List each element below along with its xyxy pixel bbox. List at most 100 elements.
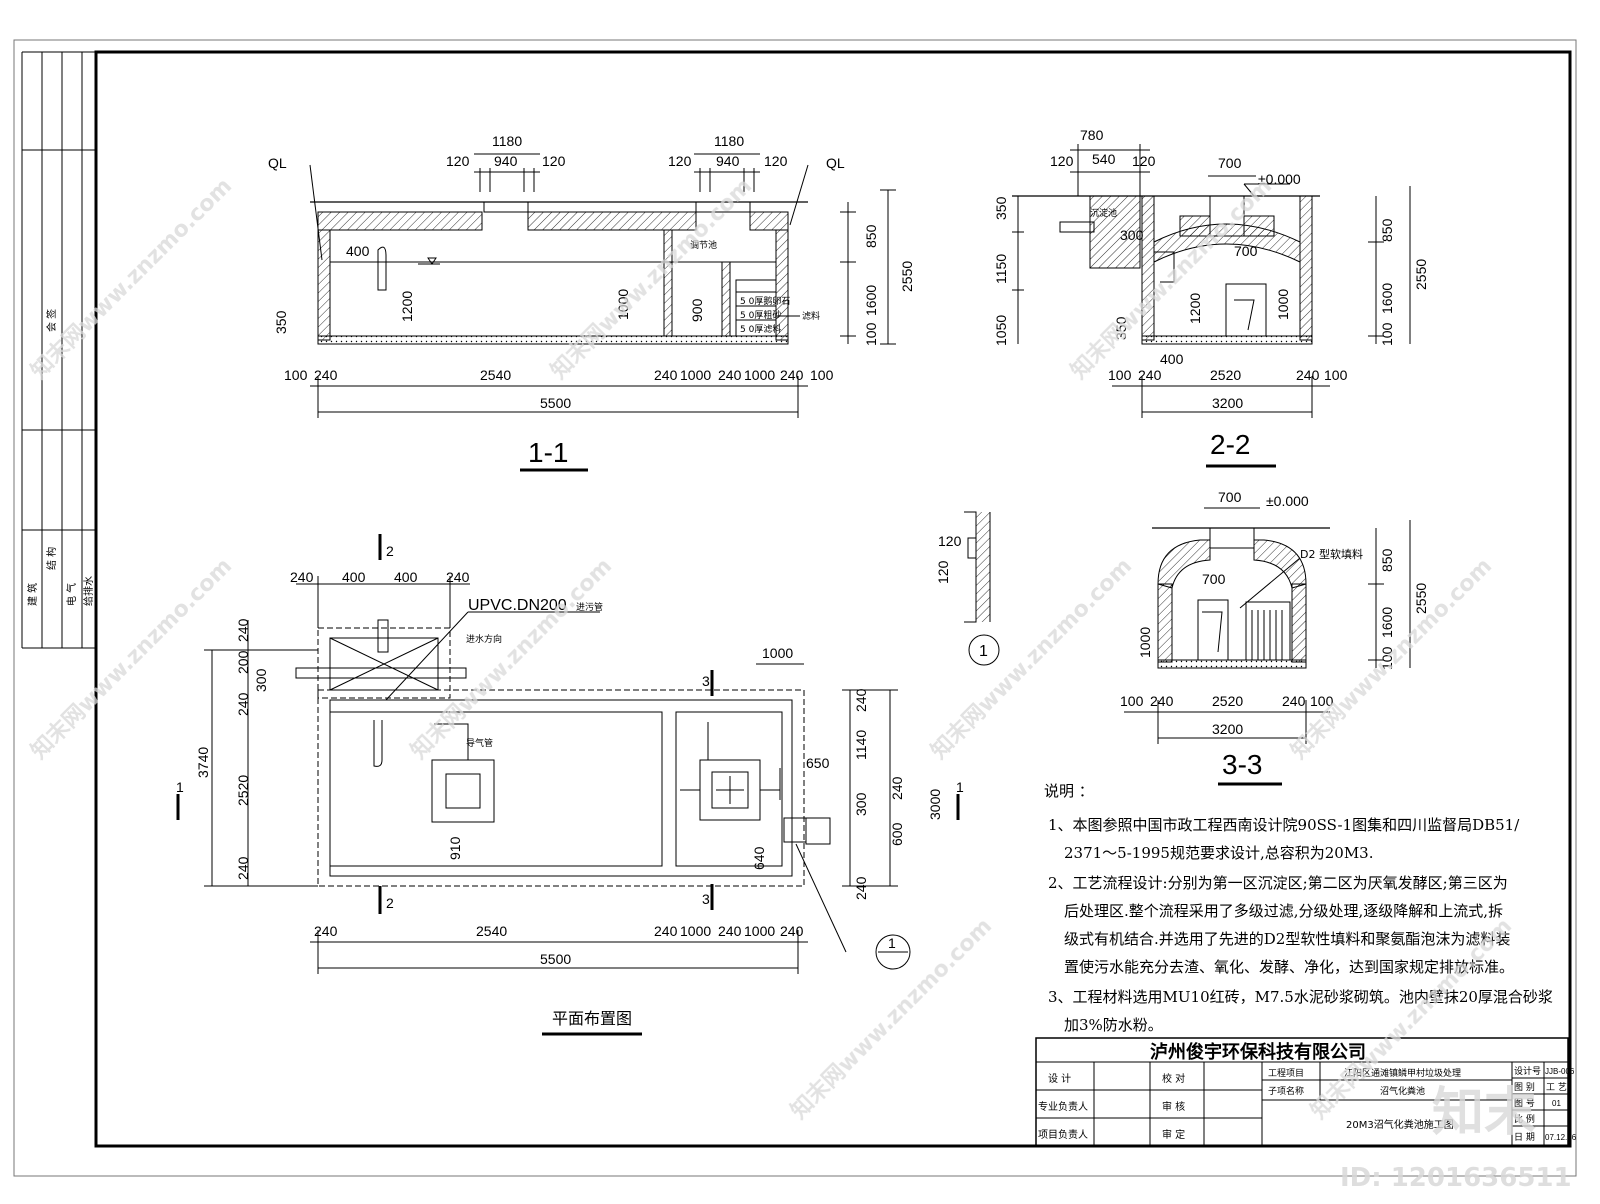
plan-bottom-1000b: 1000 bbox=[744, 923, 775, 939]
side-table bbox=[21, 51, 96, 649]
plan-left-3740: 3740 bbox=[195, 747, 211, 778]
s11-right-850: 850 bbox=[863, 224, 879, 248]
section-1-1 bbox=[309, 164, 809, 345]
notes-line-1: 1、本图参照中国市政工程西南设计院90SS-1图集和四川监督局DB51/ bbox=[1048, 816, 1520, 834]
tb-value-drawing-no: 01 bbox=[1552, 1099, 1561, 1108]
s11-tank-label: 调节池 bbox=[690, 239, 717, 251]
plan-pipe-label: UPVC.DN200 bbox=[468, 597, 567, 614]
s33-bottom-240a: 240 bbox=[1150, 693, 1174, 709]
side-row-structure: 结 构 bbox=[45, 547, 58, 570]
plan-mark-1-right: 1 bbox=[956, 779, 964, 795]
s11-bottom-240a: 240 bbox=[314, 367, 338, 383]
s11-filter-layer-3: 5 0厚滤料 bbox=[740, 323, 781, 335]
tb-check: 校 对 bbox=[1162, 1072, 1185, 1085]
s22-dim-780: 780 bbox=[1080, 127, 1104, 143]
s33-inner-700: 700 bbox=[1202, 571, 1226, 587]
plan-right-240a: 240 bbox=[853, 688, 869, 712]
plan-pipe-leader bbox=[385, 611, 469, 701]
s33-fill-label: D2 型软填料 bbox=[1300, 547, 1363, 561]
watermark-text: 知末网www.znzmo.com bbox=[26, 553, 237, 764]
s11-filter-layer-1: 5 0厚鹅卵石 bbox=[740, 295, 790, 307]
side-row-plumbing: 给排水 bbox=[82, 576, 95, 606]
tb-value-date: 07.12.06 bbox=[1545, 1133, 1577, 1142]
s11-dim-1180-right: 1180 bbox=[714, 133, 744, 149]
s33-right-1600: 1600 bbox=[1379, 607, 1395, 638]
s22-bottom-dim-lines bbox=[1112, 376, 1330, 418]
s11-bottom-1000a: 1000 bbox=[680, 367, 711, 383]
tb-approve: 审 定 bbox=[1162, 1128, 1185, 1141]
notes-line-5: 级式有机结合.并选用了先进的D2型软性填料和聚氨酯泡沫为滤料装 bbox=[1064, 930, 1510, 948]
plan-bottom-1000a: 1000 bbox=[680, 923, 711, 939]
s11-total: 5500 bbox=[540, 395, 571, 411]
s22-right-1600: 1600 bbox=[1379, 283, 1395, 314]
s22-inner-700: 700 bbox=[1234, 243, 1258, 259]
notes-line-3: 2、工艺流程设计:分别为第一区沉淀区;第二区为厌氧发酵区;第三区为 bbox=[1048, 874, 1508, 892]
tb-label-design-no: 设计号 bbox=[1514, 1065, 1541, 1077]
s22-inner-400: 400 bbox=[1160, 351, 1184, 367]
s22-inner-1200: 1200 bbox=[1187, 293, 1203, 324]
plan-right-1140: 1140 bbox=[853, 730, 869, 760]
outer-frame bbox=[13, 39, 1577, 1177]
plan-bottom-2540: 2540 bbox=[476, 923, 507, 939]
s11-section-label: 1-1 bbox=[528, 437, 568, 468]
s11-filter-label: 滤料 bbox=[802, 310, 820, 322]
s33-bottom-dim-lines bbox=[1124, 700, 1330, 744]
plan-bottom-240a: 240 bbox=[314, 923, 338, 939]
plan-left-300: 300 bbox=[253, 668, 269, 692]
plan-dim-1000: 1000 bbox=[762, 645, 793, 661]
s22-inner-1000: 1000 bbox=[1275, 289, 1291, 320]
tb-project: 江阳区通滩镇鳞甲村垃圾处理 bbox=[1344, 1067, 1461, 1079]
s22-inner-300: 300 bbox=[1120, 227, 1144, 243]
plan-right-240b: 240 bbox=[889, 776, 905, 800]
plan-top-400b: 400 bbox=[394, 569, 418, 585]
s11-top-dim-lines bbox=[474, 153, 760, 192]
plan-top-240b: 240 bbox=[446, 569, 470, 585]
plan-view bbox=[295, 619, 911, 970]
title-block bbox=[1035, 1037, 1569, 1147]
s11-right-100: 100 bbox=[863, 322, 879, 346]
plan-left-240c: 240 bbox=[235, 856, 251, 880]
s33-bottom-240b: 240 bbox=[1282, 693, 1306, 709]
s33-right-2550: 2550 bbox=[1413, 583, 1429, 614]
s22-bottom-100a: 100 bbox=[1108, 367, 1132, 383]
s11-dim-940-right: 940 bbox=[716, 153, 740, 169]
plan-bottom-dim-lines bbox=[310, 930, 808, 974]
s11-dim-120d: 120 bbox=[764, 153, 788, 169]
detail-1 bbox=[964, 511, 1000, 666]
s22-bottom-2520: 2520 bbox=[1210, 367, 1241, 383]
s22-left-1050: 1050 bbox=[993, 315, 1009, 346]
s22-dim-120a: 120 bbox=[1050, 153, 1074, 169]
company-name: 泸州俊宇环保科技有限公司 bbox=[1150, 1041, 1366, 1063]
plan-detail-mark: 1 bbox=[888, 935, 896, 951]
s11-right-dim-lines bbox=[840, 189, 896, 345]
s11-bottom-2540: 2540 bbox=[480, 367, 511, 383]
s22-left-350a: 350 bbox=[993, 196, 1009, 220]
plan-bottom-240c: 240 bbox=[718, 923, 742, 939]
s11-bottom-240d: 240 bbox=[780, 367, 804, 383]
s22-right-100: 100 bbox=[1379, 322, 1395, 346]
s11-bottom-240b: 240 bbox=[654, 367, 678, 383]
detail-dim-120a: 120 bbox=[938, 533, 962, 549]
tb-value-design-no: JJB-006 bbox=[1545, 1067, 1575, 1076]
plan-dim-650: 650 bbox=[806, 755, 830, 771]
section-3-3 bbox=[1152, 527, 1330, 669]
notes-line-7: 3、工程材料选用MU10红砖，M7.5水泥砂浆砌筑。池内壁抹20厚混合砂浆 bbox=[1048, 988, 1553, 1006]
s11-dim-350: 350 bbox=[273, 310, 289, 334]
plan-right-600: 600 bbox=[889, 822, 905, 846]
s22-settle-label: 沉淀池 bbox=[1090, 207, 1117, 219]
notes-line-6: 置使污水能充分去渣、氧化、发酵、净化，达到国家规定排放标准。 bbox=[1064, 958, 1514, 976]
watermark-id: ID: 1201636511 bbox=[1340, 1163, 1572, 1193]
plan-dim-640: 640 bbox=[751, 846, 767, 870]
s33-bottom-100b: 100 bbox=[1310, 693, 1334, 709]
s11-bottom-1000b: 1000 bbox=[744, 367, 775, 383]
s11-dim-120c: 120 bbox=[668, 153, 692, 169]
plan-gas-pipe: 导气管 bbox=[466, 737, 493, 749]
plan-right-3000: 3000 bbox=[927, 789, 943, 820]
plan-top-400a: 400 bbox=[342, 569, 366, 585]
plan-left-dim-lines bbox=[204, 620, 318, 887]
tb-label-scale: 比 例 bbox=[1514, 1113, 1535, 1125]
s11-right-2550: 2550 bbox=[899, 261, 915, 292]
s22-section-label: 2-2 bbox=[1210, 429, 1250, 460]
